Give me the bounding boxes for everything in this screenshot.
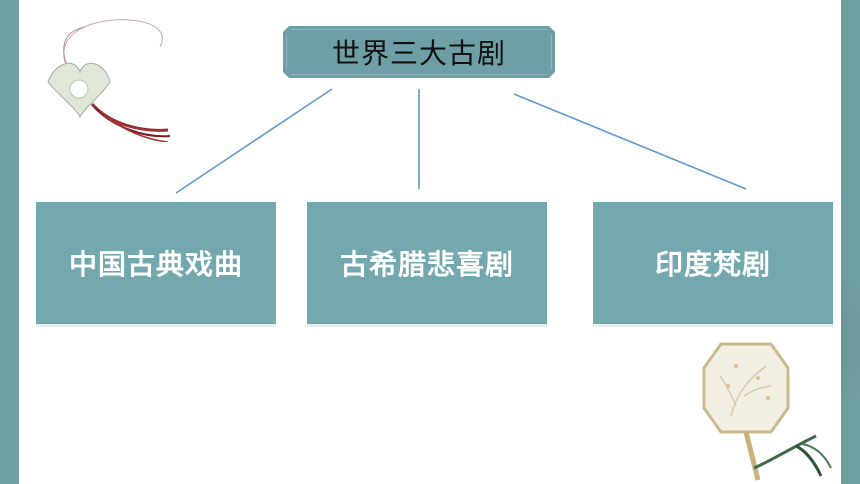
jade-pendant-icon [47,19,171,142]
diagram-title: 世界三大古剧 [283,26,555,78]
diagram-title-text: 世界三大古剧 [331,37,506,70]
node-sanskrit-drama: 印度梵剧 [593,198,833,324]
connector-line-left [175,88,333,194]
node-chinese-opera: 中国古典戏曲 [36,198,276,324]
node-label: 古希腊悲喜剧 [339,248,514,281]
node-label: 中国古典戏曲 [68,248,243,281]
round-fan-icon [702,342,832,481]
connector-line-right [513,93,747,190]
node-label: 印度梵剧 [654,248,771,281]
node-greek-drama: 古希腊悲喜剧 [307,198,547,324]
